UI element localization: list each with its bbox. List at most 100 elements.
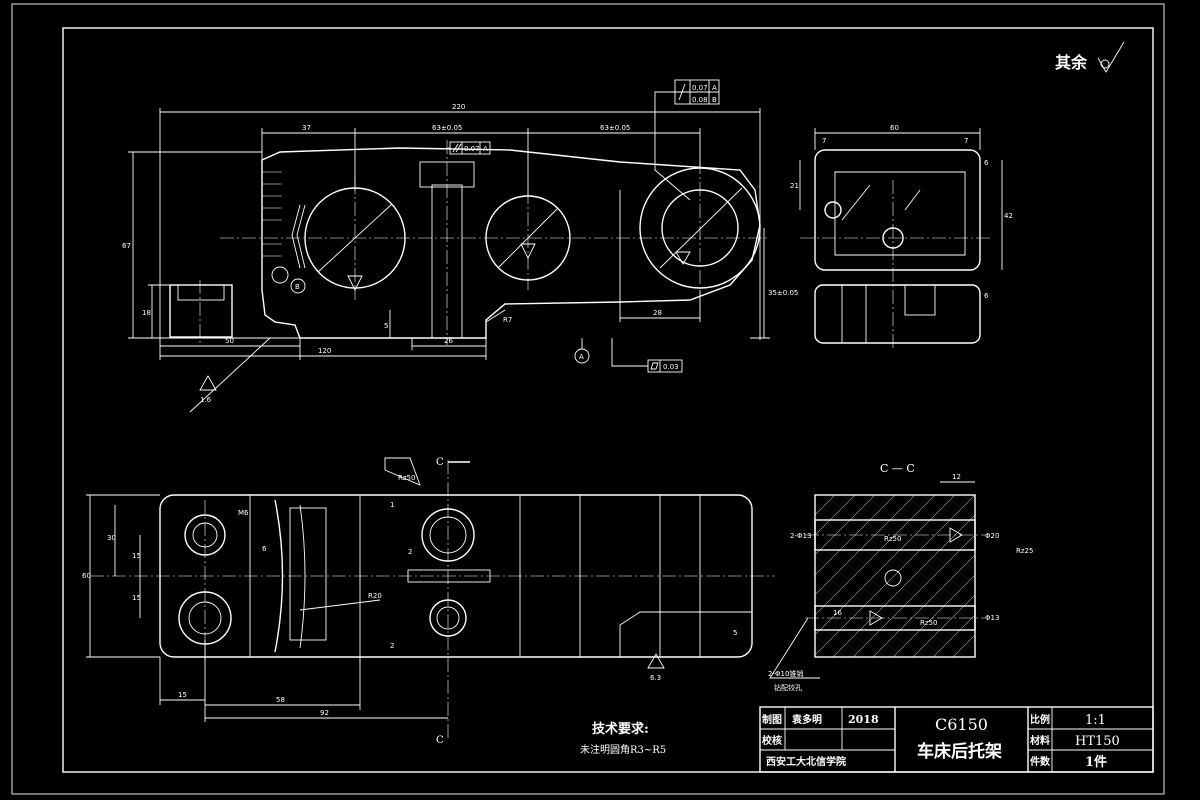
- surface-rest-label: 其余: [1055, 53, 1088, 72]
- svg-text:2-Φ13: 2-Φ13: [790, 532, 811, 540]
- section-note-leader: [769, 617, 820, 679]
- tech-req-note: 未注明圆角R3~R5: [580, 743, 666, 756]
- tb-check-label: 校核: [762, 734, 782, 747]
- svg-text:15: 15: [178, 691, 187, 699]
- side-pocket: [834, 171, 966, 256]
- datum-b-circle: [290, 278, 306, 294]
- front-view: 220 37 63±0.05 63±0.05 67 18 50 120 26 2…: [122, 79, 798, 413]
- front-foot-slot: [177, 284, 225, 301]
- section-cc: C — C 12 16 Rz25 Rz50: [768, 462, 1033, 692]
- datum-b: B: [295, 283, 300, 291]
- dim-r7-leader: [485, 309, 506, 323]
- tolerance-frame-2: 0.07 A 0.08 B: [654, 79, 720, 201]
- cut-label-bottom: C: [436, 735, 444, 746]
- dim-r7: R7: [503, 316, 512, 324]
- front-roughness-3-icon: [675, 251, 691, 265]
- front-dia-leader-3: [659, 187, 743, 269]
- svg-text:6: 6: [984, 292, 989, 300]
- dim-37: 37: [302, 124, 311, 132]
- tb-part-name: 车床后托架: [917, 741, 1002, 762]
- dim-67: 67: [122, 242, 131, 250]
- section-roughness-1-icon: [949, 527, 963, 543]
- top-dim-60: 60: [82, 572, 91, 580]
- front-small-hole: [271, 266, 289, 284]
- ra-1-6: 1.6: [200, 396, 212, 404]
- top-roughness-rz-icon: [384, 457, 421, 486]
- side-dim-42: 42: [1004, 212, 1013, 220]
- svg-text:92: 92: [320, 709, 329, 717]
- svg-text:B: B: [712, 96, 717, 104]
- svg-text:16: 16: [833, 609, 842, 617]
- dim-220: 220: [452, 103, 465, 111]
- front-roughness-1-icon: [347, 275, 363, 292]
- svg-text:0.07: 0.07: [692, 84, 708, 92]
- front-roughness-bottom-icon: [199, 375, 217, 391]
- tb-scale-value: 1:1: [1085, 713, 1106, 728]
- svg-text:Rz50: Rz50: [920, 619, 937, 627]
- front-roughness-2-icon: [520, 243, 536, 260]
- cut-label-top: C: [436, 457, 444, 468]
- section-hatch: [814, 494, 976, 658]
- svg-text:钻配铰孔: 钻配铰孔: [774, 683, 802, 692]
- dim-63a: 63±0.05: [432, 124, 462, 132]
- svg-text:7: 7: [822, 137, 826, 145]
- svg-text:5: 5: [733, 629, 737, 637]
- top-hole-4-inner: [436, 606, 460, 630]
- svg-text:12: 12: [952, 473, 961, 481]
- tb-drawing-no: C6150: [935, 715, 988, 734]
- tech-requirements: 技术要求: 未注明圆角R3~R5: [580, 721, 666, 756]
- side-lower-slot-2: [904, 284, 936, 316]
- tech-req-title: 技术要求:: [592, 721, 649, 737]
- svg-text:A: A: [483, 145, 488, 153]
- svg-text:15: 15: [132, 594, 141, 602]
- top-roughness-63-icon: [647, 653, 665, 669]
- svg-text:R20: R20: [368, 592, 382, 600]
- svg-text:0.08: 0.08: [692, 96, 708, 104]
- svg-text:0.07: 0.07: [464, 145, 480, 153]
- svg-text:Φ20: Φ20: [985, 532, 999, 540]
- tb-drawn-label: 制图: [762, 713, 782, 726]
- top-arc-1: [274, 499, 284, 653]
- svg-text:58: 58: [276, 696, 285, 704]
- side-dim-60: 60: [890, 124, 899, 132]
- tb-material-label: 材料: [1030, 734, 1050, 747]
- tolerance-frame-3: 0.03: [611, 338, 683, 373]
- tb-qty-value: 1件: [1085, 754, 1107, 770]
- roughness-symbol-icon: [1097, 41, 1125, 73]
- top-view: C C 60 30 15 15 15 58 92 R20 2 2 1 5 M6 …: [82, 457, 775, 746]
- svg-text:6.3: 6.3: [650, 674, 661, 682]
- side-upper-outline: [814, 149, 981, 271]
- svg-text:Φ13: Φ13: [985, 614, 999, 622]
- dim-50: 50: [225, 337, 234, 345]
- svg-text:30: 30: [107, 534, 116, 542]
- top-step: [619, 611, 752, 657]
- front-dia-leader-1: [317, 203, 393, 273]
- dim-35: 35±0.05: [768, 289, 798, 297]
- side-lower-slot-1: [841, 284, 867, 344]
- svg-text:2-Φ10锥销: 2-Φ10锥销: [768, 669, 803, 678]
- section-pin-hole: [884, 569, 902, 587]
- svg-text:0.03: 0.03: [663, 363, 679, 371]
- dim-26: 26: [444, 337, 453, 345]
- svg-text:Rz50: Rz50: [884, 535, 901, 543]
- svg-text:15: 15: [132, 552, 141, 560]
- front-hatch: [262, 171, 282, 257]
- svg-text:2: 2: [408, 548, 412, 556]
- dim-63b: 63±0.05: [600, 124, 630, 132]
- title-block: 制图 袁多明 2018 校核 西安工大北信学院 C6150 车床后托架 比例 1…: [759, 706, 1154, 773]
- runout-icon: [678, 83, 686, 101]
- front-dia-leader-2: [497, 207, 559, 269]
- side-lower-outline: [814, 284, 981, 344]
- tb-school: 西安工大北信学院: [766, 755, 846, 768]
- sheet-inner-border: [62, 27, 1154, 773]
- dim-28: 28: [653, 309, 662, 317]
- section-roughness-2-icon: [869, 610, 883, 626]
- svg-text:1: 1: [390, 501, 394, 509]
- svg-text:A: A: [712, 84, 717, 92]
- front-outline: [261, 147, 761, 339]
- surface-rest-note: 其余: [1055, 41, 1125, 73]
- flatness-icon: [650, 362, 659, 370]
- svg-text:6: 6: [984, 159, 989, 167]
- side-view: 60 7 7 21 42 6 6: [790, 124, 1013, 350]
